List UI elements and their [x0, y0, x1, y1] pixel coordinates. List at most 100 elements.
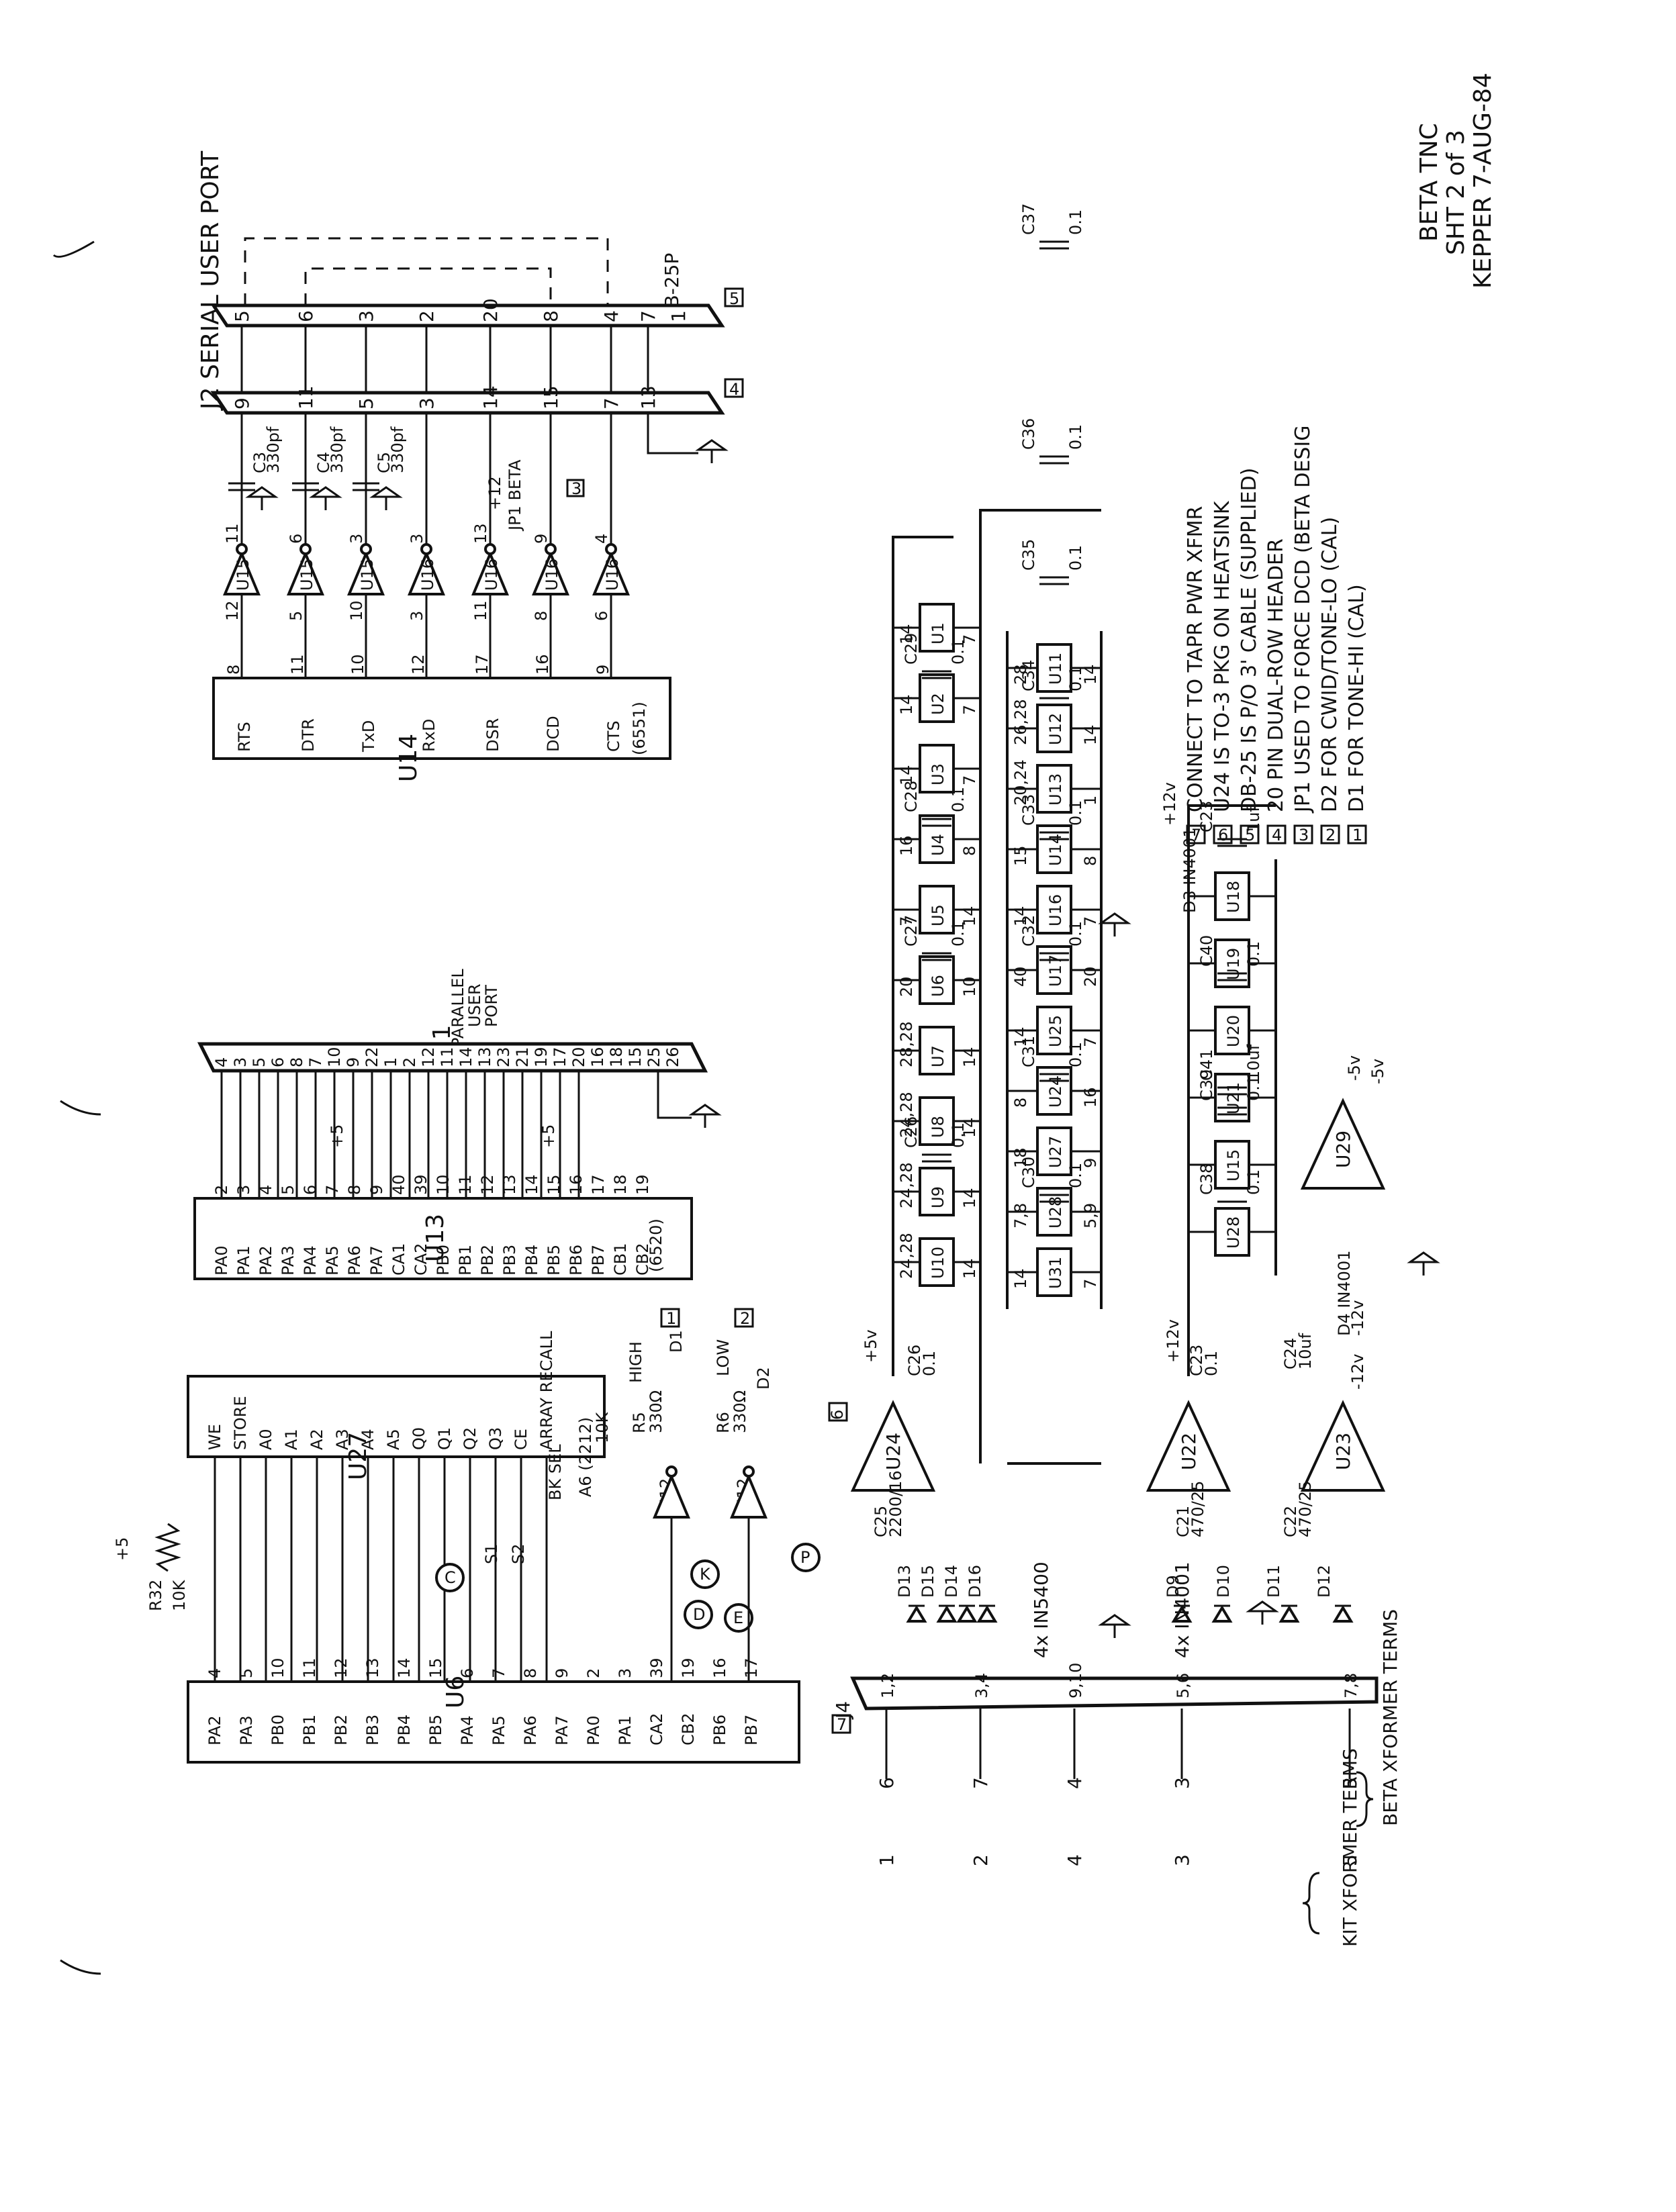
- kit-label: KIT XFORMER TERMS: [1339, 1748, 1361, 1947]
- note-number: 6: [1218, 826, 1228, 845]
- binder-hole-mark-bottom: [60, 1959, 101, 1975]
- regulator: [1300, 1098, 1386, 1190]
- bypass-chip: [1214, 939, 1250, 988]
- j1-pin: 23: [494, 1047, 513, 1067]
- cap-value: 0.1: [1066, 921, 1085, 947]
- u13-pin: 5: [279, 1185, 297, 1195]
- inverter-bubble: [360, 543, 372, 555]
- cap-plate: [1039, 240, 1069, 250]
- bypass-chip: [1036, 824, 1072, 874]
- j1-pin: 17: [551, 1047, 569, 1067]
- u13-pin: 40: [389, 1174, 408, 1195]
- j2-db25-pin: 6: [295, 310, 317, 322]
- regulator-label: U29: [1332, 1131, 1354, 1168]
- cap-value: 0.1: [1244, 1075, 1263, 1101]
- diode-ref: D12: [1315, 1565, 1334, 1598]
- note-number-box: [1293, 824, 1313, 845]
- j4-marker-box: [831, 1714, 851, 1734]
- inverter-bubble: [236, 543, 248, 555]
- u6-signal: PA4: [458, 1715, 477, 1745]
- j4-pin: 3,4: [972, 1673, 991, 1698]
- u13-signal: PB2: [478, 1245, 497, 1276]
- diode-ref: D16: [966, 1565, 984, 1598]
- note-text: 20 PIN DUAL-ROW HEADER: [1264, 538, 1288, 812]
- diode: [1211, 1605, 1233, 1623]
- j2-marker-b: 5: [729, 289, 739, 308]
- bypass-chip: [919, 885, 955, 934]
- note-number: 1: [1352, 826, 1362, 845]
- u6-pin: 4: [205, 1668, 224, 1678]
- u27-signal: Q0: [410, 1427, 428, 1450]
- u6-pin: 11: [300, 1657, 319, 1678]
- bypass-chip-label: U28: [1224, 1216, 1243, 1249]
- cap-ref: C28: [902, 781, 921, 812]
- cap-ref: C41: [1197, 1049, 1216, 1081]
- net-bubble-label: K: [700, 1565, 711, 1584]
- j1-connector-bar: [197, 1042, 708, 1073]
- u13-pin: 19: [633, 1174, 652, 1195]
- inverter-label: U16: [543, 559, 561, 591]
- u6-pin: 14: [395, 1657, 414, 1678]
- j1-subtitle-2: USER: [465, 983, 484, 1027]
- cap-ref: C31: [1019, 1036, 1038, 1067]
- cap-plate: [1217, 1106, 1247, 1116]
- net-bubble-label: C: [445, 1568, 456, 1587]
- j2-header-pin: 9: [231, 397, 253, 410]
- u12-bubble: [665, 1465, 678, 1478]
- j1-pin: 10: [325, 1047, 344, 1067]
- regulator-label: U24: [882, 1433, 904, 1470]
- marker-1-box: [660, 1308, 680, 1328]
- u13-pin: 3: [234, 1185, 253, 1195]
- r32-plus5: +5: [113, 1537, 132, 1561]
- marker-2-box: [734, 1308, 754, 1328]
- diode-ref: D15: [919, 1565, 937, 1598]
- cap-value: 0.1: [1066, 209, 1085, 235]
- j2-db25-pin: 7: [637, 310, 659, 322]
- power-cap-ref: C21: [1174, 1506, 1193, 1537]
- cap-ref: C29: [902, 633, 921, 665]
- bypass-chip-label: U27: [1046, 1136, 1065, 1168]
- u14-pin: 12: [409, 654, 428, 675]
- u13-signal: PB1: [456, 1245, 475, 1276]
- inverter-gate: [592, 550, 630, 595]
- u6-pin: 19: [679, 1657, 698, 1678]
- u14-pin: 9: [594, 665, 612, 675]
- cap-plate: [922, 1153, 951, 1163]
- note-number: 3: [1299, 826, 1309, 845]
- u27-part: A6 (2212): [576, 1417, 595, 1497]
- inverter-label: U16: [482, 559, 501, 591]
- j2-ground-wire: [647, 413, 698, 454]
- j2-db25-pin: 5: [231, 310, 253, 322]
- bypass-chip-label: U18: [1224, 881, 1243, 913]
- j2-marker-a: 4: [729, 380, 739, 399]
- jp1-marker: 3: [571, 479, 581, 498]
- j4-marker: 7: [837, 1715, 847, 1734]
- r-bksel-value: 10K: [593, 1411, 612, 1443]
- j1-pin: 20: [569, 1047, 588, 1067]
- bypass-pin-bottom: 7: [960, 705, 979, 715]
- power-cap-ref: C24: [1281, 1338, 1300, 1369]
- inverter-gate: [223, 550, 261, 595]
- cap-plate: [1039, 1194, 1069, 1203]
- marker-2: 2: [740, 1309, 750, 1328]
- note-text: U24 IS TO-3 PKG ON HEATSINK: [1211, 500, 1234, 812]
- bypass-pin-bottom: 8: [960, 846, 979, 856]
- jp1-marker-box: [566, 479, 585, 497]
- cap-value: 0.1: [1066, 545, 1085, 571]
- bypass-chip-label: U25: [1046, 1015, 1065, 1047]
- jp1-label: JP1 BETA: [506, 459, 524, 532]
- regulator: [850, 1400, 936, 1492]
- u14-signal: CTS: [604, 720, 623, 752]
- u14-signal: DCD: [544, 716, 563, 752]
- cap-plate: [1217, 972, 1247, 981]
- cap-value: 0.1: [949, 1122, 968, 1148]
- u27-signal: Q3: [486, 1427, 505, 1450]
- bypass-pin-bottom: 5,9: [1081, 1203, 1100, 1229]
- inverter-pin-out: 3: [408, 611, 426, 621]
- title-line1: BETA TNC: [1415, 123, 1443, 242]
- kit-brace: [1302, 1872, 1320, 1935]
- net-bubble-label: E: [733, 1608, 743, 1627]
- u13-pin: 9: [367, 1185, 386, 1195]
- bypass-chip-label: U4: [929, 834, 947, 856]
- u13-signal: PA6: [345, 1245, 364, 1276]
